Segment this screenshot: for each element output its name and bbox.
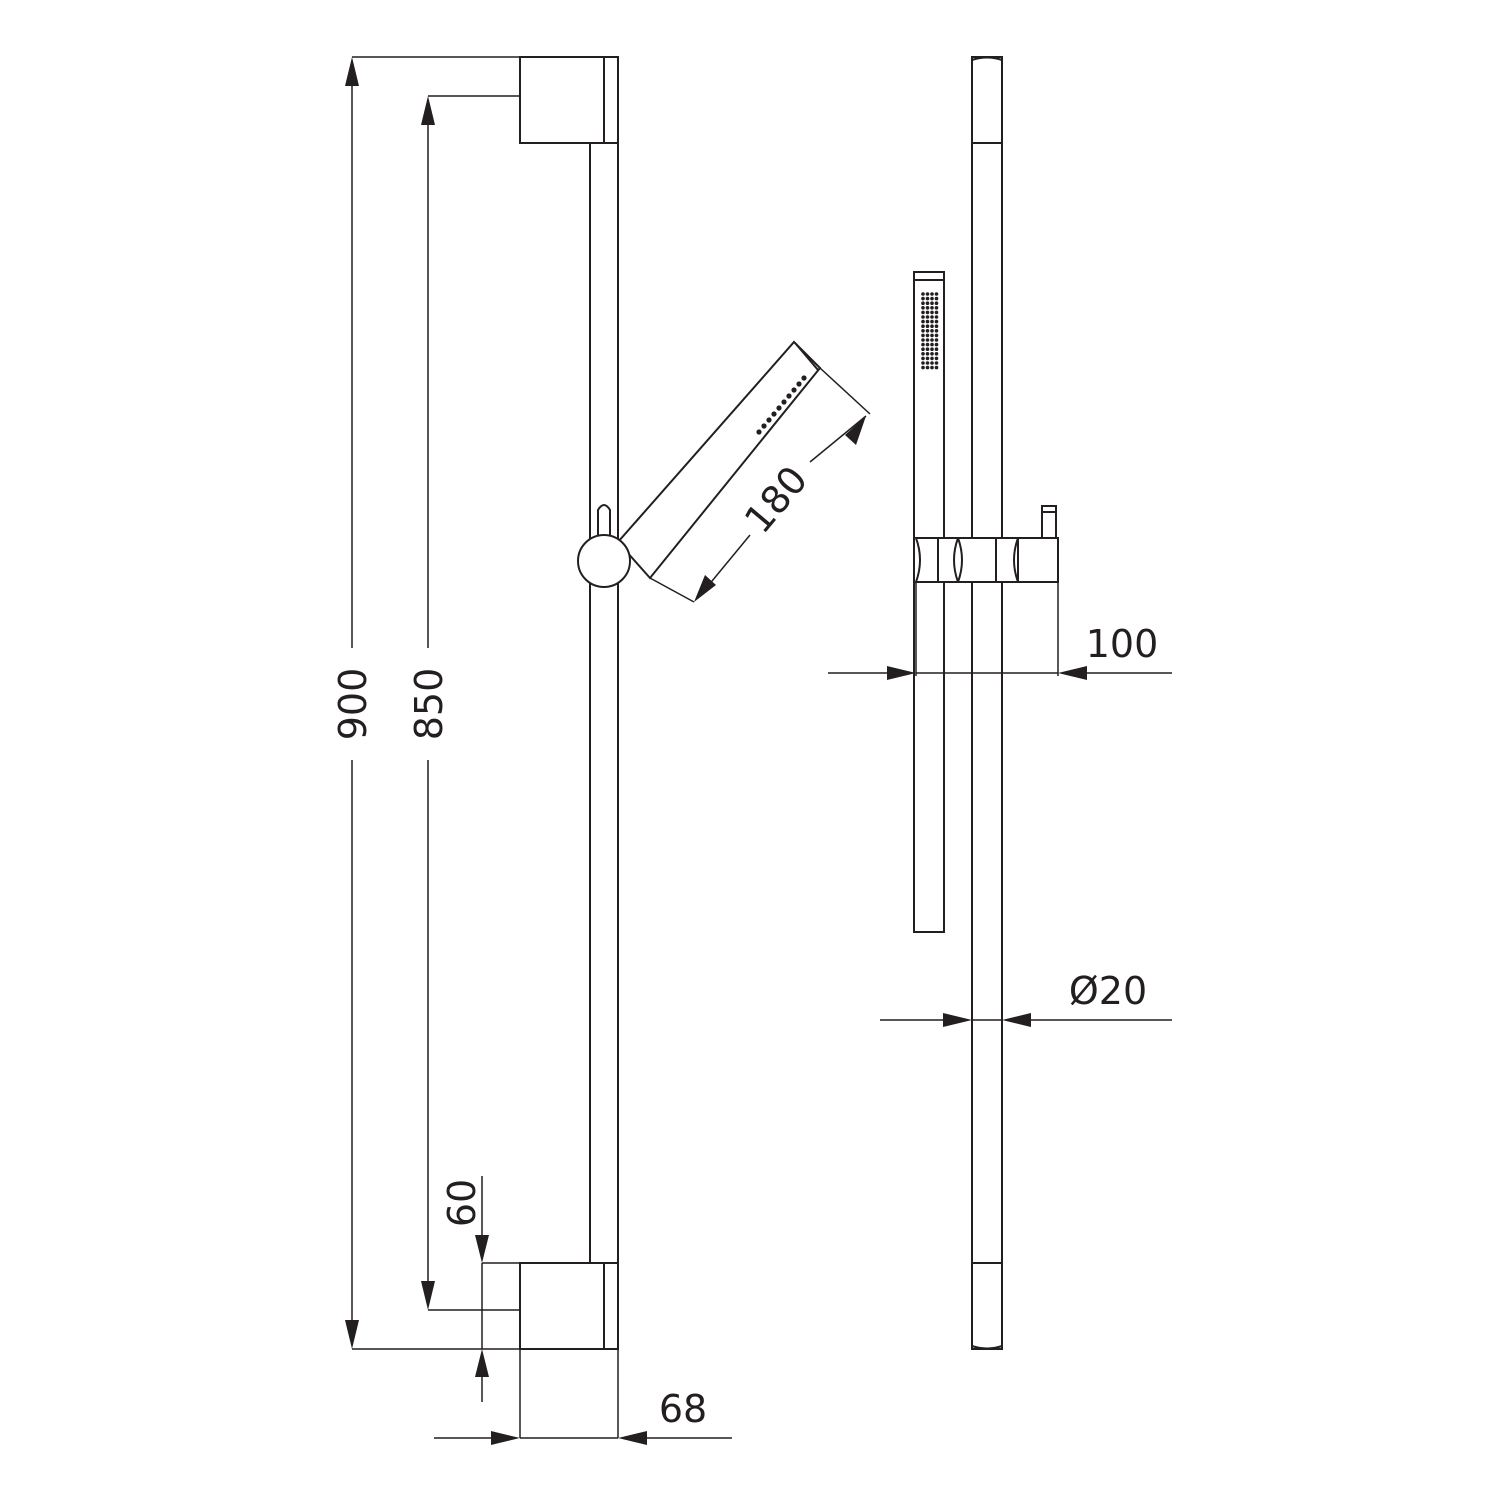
- front-rail: [589, 142, 619, 1264]
- nozzle-dot: [930, 338, 934, 342]
- nozzle-dot: [930, 342, 934, 347]
- nozzle-dot: [925, 356, 930, 361]
- nozzle-dot: [921, 306, 925, 310]
- nozzle-dot: [925, 292, 930, 296]
- dim-holder-projection: 100: [828, 582, 1172, 680]
- dim-rail-diameter-label: Ø20: [1069, 969, 1147, 1013]
- nozzle-dot: [930, 329, 934, 333]
- nozzle-dot: [930, 361, 934, 365]
- nozzle-dot: [930, 292, 934, 296]
- front-slider-knob: [577, 504, 631, 588]
- side-handshower: [913, 271, 945, 933]
- nozzle-dot: [925, 306, 930, 310]
- nozzle-dot: [921, 324, 925, 329]
- nozzle-dot: [925, 352, 930, 356]
- nozzle-dot: [934, 365, 939, 370]
- nozzle-dot: [930, 352, 934, 356]
- side-top-cap: [971, 56, 1003, 144]
- nozzle-dot: [925, 315, 930, 319]
- nozzle-dot: [925, 301, 930, 306]
- nozzle-dot: [921, 296, 925, 301]
- side-view: 100 Ø20: [828, 56, 1172, 1350]
- nozzle-dot: [921, 342, 925, 347]
- dim-rail-diameter: Ø20: [880, 969, 1172, 1027]
- nozzle-dot: [925, 338, 930, 342]
- nozzle-dot: [925, 365, 930, 370]
- nozzle-dot: [934, 361, 939, 365]
- nozzle-dot: [934, 352, 939, 356]
- nozzle-dot: [934, 324, 939, 329]
- nozzle-dot: [925, 310, 930, 315]
- nozzle-dot: [930, 296, 934, 301]
- side-slider-holder: [914, 505, 1059, 583]
- nozzle-dot: [921, 301, 925, 306]
- nozzle-dot: [930, 356, 934, 361]
- nozzle-dot: [930, 324, 934, 329]
- nozzle-dot: [934, 306, 939, 310]
- nozzle-dot: [934, 301, 939, 306]
- nozzle-dot: [934, 356, 939, 361]
- dim-overall-height-label: 900: [331, 668, 375, 741]
- front-view: 900 850 60: [331, 56, 871, 1445]
- nozzle-dot: [921, 352, 925, 356]
- dim-overall-height: 900: [331, 56, 520, 1350]
- nozzle-dot: [921, 292, 925, 296]
- nozzle-dot: [925, 324, 930, 329]
- nozzle-dot: [921, 333, 925, 338]
- nozzle-dot: [925, 361, 930, 365]
- dim-handshower-length-label: 180: [736, 458, 816, 542]
- nozzle-dot: [921, 365, 925, 370]
- nozzle-dots: [756, 375, 807, 435]
- nozzle-dot: [934, 310, 939, 315]
- nozzle-dot: [921, 347, 925, 352]
- dim-bracket-offset-label: 60: [440, 1179, 484, 1227]
- nozzle-dot: [921, 315, 925, 319]
- side-bottom-cap: [971, 1262, 1003, 1350]
- dim-bracket-offset: 60: [440, 1176, 520, 1402]
- side-rail: [971, 56, 1003, 1350]
- nozzle-dot: [925, 347, 930, 352]
- nozzle-dot: [925, 319, 930, 324]
- nozzle-dot: [934, 292, 939, 296]
- dim-holder-projection-label: 100: [1086, 622, 1159, 666]
- nozzle-dot: [925, 342, 930, 347]
- nozzle-dot: [930, 319, 934, 324]
- nozzle-dot: [921, 361, 925, 365]
- nozzle-dot: [934, 333, 939, 338]
- nozzle-dot: [925, 333, 930, 338]
- nozzle-dot: [934, 347, 939, 352]
- nozzle-dot: [934, 338, 939, 342]
- front-top-bracket: [519, 56, 619, 144]
- nozzle-dot: [934, 319, 939, 324]
- nozzle-dot: [930, 310, 934, 315]
- nozzle-dot: [934, 315, 939, 319]
- nozzle-dot: [925, 296, 930, 301]
- nozzle-dot: [921, 338, 925, 342]
- dim-bracket-spacing: 850: [407, 95, 520, 1311]
- side-nozzle-grid: [921, 292, 939, 370]
- nozzle-dot: [930, 333, 934, 338]
- dim-wall-projection: 68: [434, 1349, 732, 1445]
- nozzle-dot: [934, 342, 939, 347]
- front-handshower: [616, 340, 822, 580]
- nozzle-dot: [930, 301, 934, 306]
- nozzle-dot: [921, 329, 925, 333]
- nozzle-dot: [934, 329, 939, 333]
- nozzle-dot: [930, 306, 934, 310]
- nozzle-dot: [925, 329, 930, 333]
- dim-wall-projection-label: 68: [659, 1387, 707, 1431]
- nozzle-dot: [921, 310, 925, 315]
- nozzle-dot: [930, 365, 934, 370]
- dim-bracket-spacing-label: 850: [407, 668, 451, 741]
- nozzle-dot: [930, 315, 934, 319]
- nozzle-dot: [934, 296, 939, 301]
- nozzle-dot: [921, 356, 925, 361]
- front-bottom-bracket: [519, 1262, 619, 1350]
- nozzle-dot: [921, 319, 925, 324]
- nozzle-dot: [930, 347, 934, 352]
